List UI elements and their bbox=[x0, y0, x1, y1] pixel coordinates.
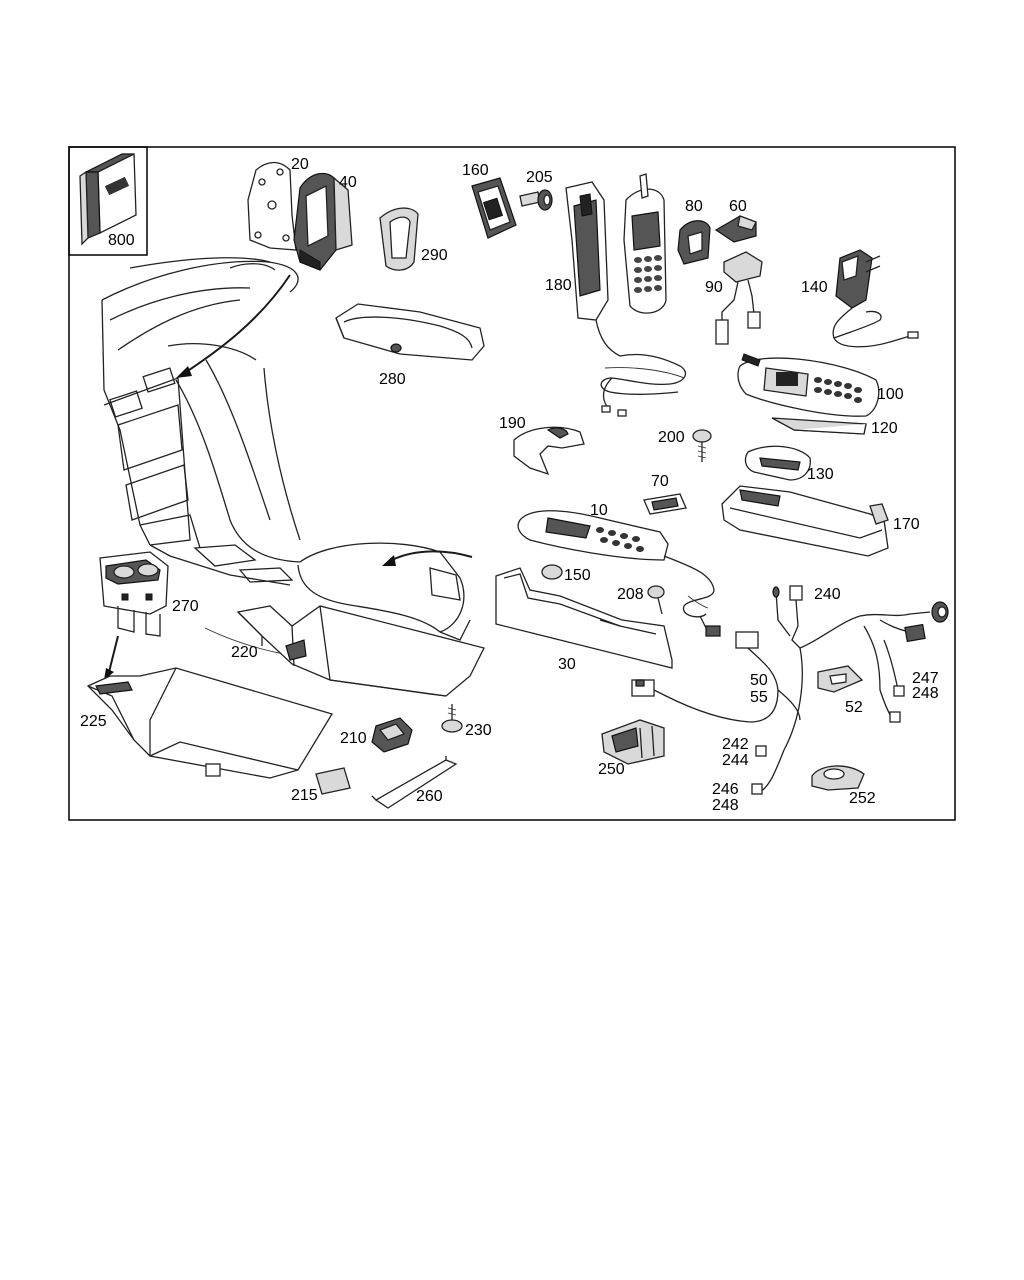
pad-160 bbox=[471, 177, 517, 239]
cradle-base-170 bbox=[721, 485, 889, 557]
tray-220 bbox=[236, 605, 485, 697]
part-label-170: 170 bbox=[893, 516, 920, 533]
part-label-244: 244 bbox=[722, 752, 749, 769]
part-label-200: 200 bbox=[658, 429, 685, 446]
adapter-90 bbox=[715, 251, 763, 345]
part-label-290: 290 bbox=[421, 247, 448, 264]
part-label-130: 130 bbox=[807, 466, 834, 483]
part-label-160: 160 bbox=[462, 162, 489, 179]
part-label-215: 215 bbox=[291, 787, 318, 804]
part-label-252: 252 bbox=[849, 790, 876, 807]
tray-130 bbox=[744, 445, 811, 481]
charger-140 bbox=[832, 249, 919, 348]
part-label-260: 260 bbox=[416, 788, 443, 805]
part-label-242: 242 bbox=[722, 736, 749, 753]
bracket-190 bbox=[513, 426, 585, 476]
cap-215 bbox=[315, 767, 351, 795]
phone-100 bbox=[737, 353, 880, 417]
part-label-246: 246 bbox=[712, 781, 739, 798]
screw-208 bbox=[647, 585, 665, 615]
switch-unit-270 bbox=[99, 551, 169, 637]
part-label-40: 40 bbox=[339, 174, 357, 191]
part-label-190: 190 bbox=[499, 415, 526, 432]
part-label-220: 220 bbox=[231, 644, 258, 661]
diagram-frame bbox=[68, 146, 956, 821]
part-label-140: 140 bbox=[801, 279, 828, 296]
part-label-100: 100 bbox=[877, 386, 904, 403]
part-label-90: 90 bbox=[705, 279, 723, 296]
part-label-120: 120 bbox=[871, 420, 898, 437]
part-label-70: 70 bbox=[651, 473, 669, 490]
mobile-phone bbox=[623, 173, 667, 314]
cover-290 bbox=[379, 207, 419, 271]
part-label-230: 230 bbox=[465, 722, 492, 739]
clip-70 bbox=[643, 493, 687, 515]
clip-210 bbox=[371, 717, 413, 753]
part-label-50: 50 bbox=[750, 672, 768, 689]
part-label-150: 150 bbox=[564, 567, 591, 584]
tray-280 bbox=[335, 303, 485, 361]
part-label-10: 10 bbox=[590, 502, 608, 519]
part-label-247: 247 bbox=[912, 670, 939, 687]
bolt-205 bbox=[519, 189, 553, 211]
connector-block-250 bbox=[601, 719, 665, 765]
connector-harness-50-55 bbox=[631, 631, 803, 795]
mounting-plate-20 bbox=[247, 161, 297, 251]
part-label-240: 240 bbox=[814, 586, 841, 603]
screw-230 bbox=[441, 704, 463, 733]
phone-cradle-180 bbox=[565, 181, 687, 417]
part-label-52: 52 bbox=[845, 699, 863, 716]
pad-252 bbox=[811, 765, 865, 791]
part-label-20: 20 bbox=[291, 156, 309, 173]
button-150 bbox=[541, 564, 563, 580]
part-label-270: 270 bbox=[172, 598, 199, 615]
part-label-80: 80 bbox=[685, 198, 703, 215]
inset-box bbox=[68, 146, 148, 256]
cover-80 bbox=[677, 220, 711, 265]
strip-120 bbox=[771, 417, 867, 435]
cable-harness-240 bbox=[772, 585, 949, 723]
manual-booklet-icon bbox=[79, 152, 137, 246]
screw-200 bbox=[692, 429, 712, 462]
part-label-800: 800 bbox=[108, 232, 135, 249]
part-label-205: 205 bbox=[526, 169, 553, 186]
car-interior-console bbox=[101, 257, 473, 656]
part-label-60: 60 bbox=[729, 198, 747, 215]
handset-10 bbox=[517, 510, 721, 637]
part-label-248-a: 248 bbox=[912, 685, 939, 702]
cap-60 bbox=[714, 215, 757, 243]
part-label-180: 180 bbox=[545, 277, 572, 294]
part-label-225: 225 bbox=[80, 713, 107, 730]
strip-260 bbox=[371, 756, 458, 809]
console-holder-30 bbox=[495, 567, 673, 669]
part-label-30: 30 bbox=[558, 656, 576, 673]
part-label-280: 280 bbox=[379, 371, 406, 388]
part-label-210: 210 bbox=[340, 730, 367, 747]
part-labels: 800 20 40 160 205 80 60 290 180 90 140 2… bbox=[80, 156, 939, 814]
part-label-208: 208 bbox=[617, 586, 644, 603]
part-label-250: 250 bbox=[598, 761, 625, 778]
part-label-248-b: 248 bbox=[712, 797, 739, 814]
tray-225 bbox=[86, 667, 333, 779]
holder-bracket-40 bbox=[293, 172, 353, 271]
part-label-55: 55 bbox=[750, 689, 768, 706]
pad-52 bbox=[817, 665, 864, 693]
